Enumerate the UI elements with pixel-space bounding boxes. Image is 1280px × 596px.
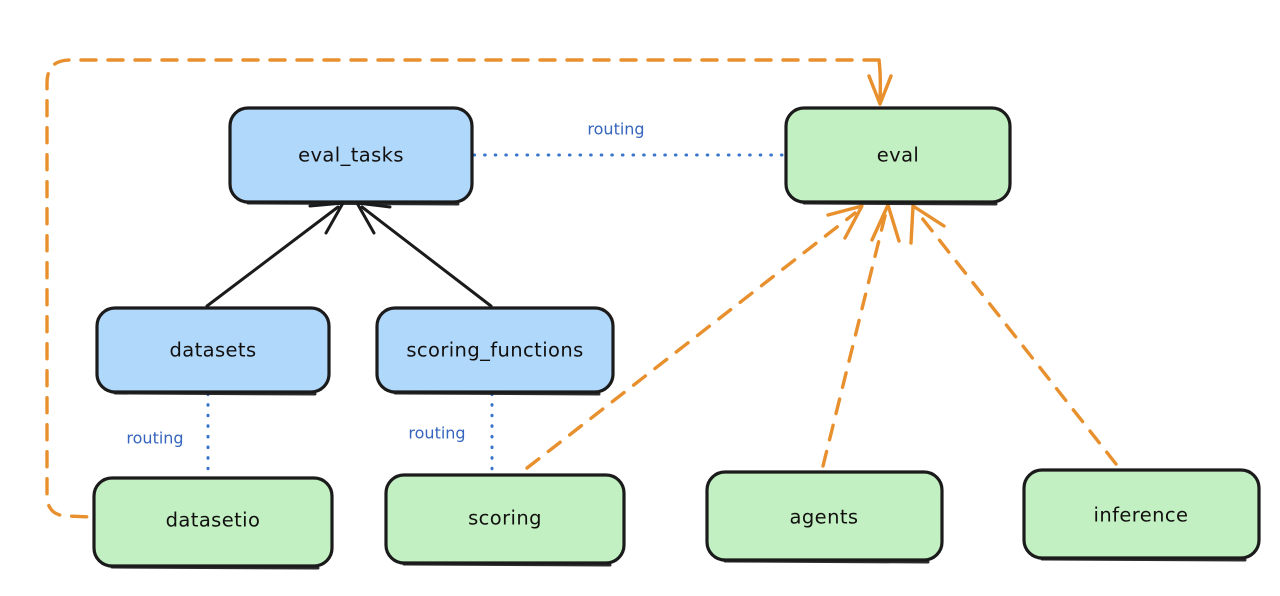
node-eval-label: eval xyxy=(877,144,920,167)
node-agents-underline xyxy=(723,559,930,564)
edge-evaltasks-to-eval: routing xyxy=(472,120,786,157)
edge-datasets-evaltasks-path xyxy=(205,205,340,308)
node-datasetio-label: datasetio xyxy=(166,509,261,532)
edge-label-routing-scoring: routing xyxy=(408,424,465,443)
node-datasetio-underline xyxy=(110,565,320,570)
node-datasets-underline xyxy=(113,391,317,396)
edge-datasets-to-evaltasks xyxy=(205,201,345,308)
node-eval-tasks-underline xyxy=(246,201,460,206)
edge-scoringfn-to-evaltasks xyxy=(355,201,493,308)
edge-eval-datasetio-drop xyxy=(877,58,883,102)
node-agents-label: agents xyxy=(790,506,859,529)
edge-scoringfn-to-scoring: routing xyxy=(408,392,494,475)
edge-label-routing-datasetio: routing xyxy=(126,429,183,448)
edge-eval-datasetio-path xyxy=(45,58,881,519)
edge-inference-to-eval xyxy=(909,204,1118,466)
node-scoring-functions-underline xyxy=(393,391,601,396)
edge-scoring-to-eval xyxy=(525,204,864,470)
node-scoring-functions[interactable]: scoring_functions xyxy=(375,306,615,396)
edge-eval-to-datasetio xyxy=(45,58,893,519)
node-eval-tasks-label: eval_tasks xyxy=(298,144,404,167)
node-datasets[interactable]: datasets xyxy=(95,306,331,396)
edge-scoring-eval-path xyxy=(525,211,857,470)
node-datasets-label: datasets xyxy=(169,339,256,362)
edge-datasets-to-datasetio: routing xyxy=(126,392,210,478)
node-scoring-underline xyxy=(402,562,612,567)
node-inference-label: inference xyxy=(1094,504,1189,527)
node-eval-underline xyxy=(802,201,998,206)
node-eval-tasks[interactable]: eval_tasks xyxy=(228,106,474,206)
arrowhead-scoring-eval xyxy=(826,204,864,240)
arrowhead-into-eval-top xyxy=(867,74,893,106)
node-datasetio[interactable]: datasetio xyxy=(92,476,334,570)
edge-label-routing-eval: routing xyxy=(587,120,644,139)
node-inference-underline xyxy=(1040,557,1247,562)
edge-agents-to-eval xyxy=(821,203,901,468)
node-inference[interactable]: inference xyxy=(1022,468,1261,562)
node-eval[interactable]: eval xyxy=(784,106,1012,206)
edge-inference-eval-path xyxy=(916,211,1118,466)
node-scoring[interactable]: scoring xyxy=(384,473,626,567)
node-agents[interactable]: agents xyxy=(705,470,944,564)
node-scoring-label: scoring xyxy=(468,507,542,530)
edge-scoringfn-evaltasks-path xyxy=(360,205,493,308)
edge-agents-eval-path xyxy=(821,210,888,468)
arrowhead-agents-eval xyxy=(870,203,901,243)
node-scoring-functions-label: scoring_functions xyxy=(406,339,583,362)
arrowhead-inference-eval xyxy=(909,204,946,245)
